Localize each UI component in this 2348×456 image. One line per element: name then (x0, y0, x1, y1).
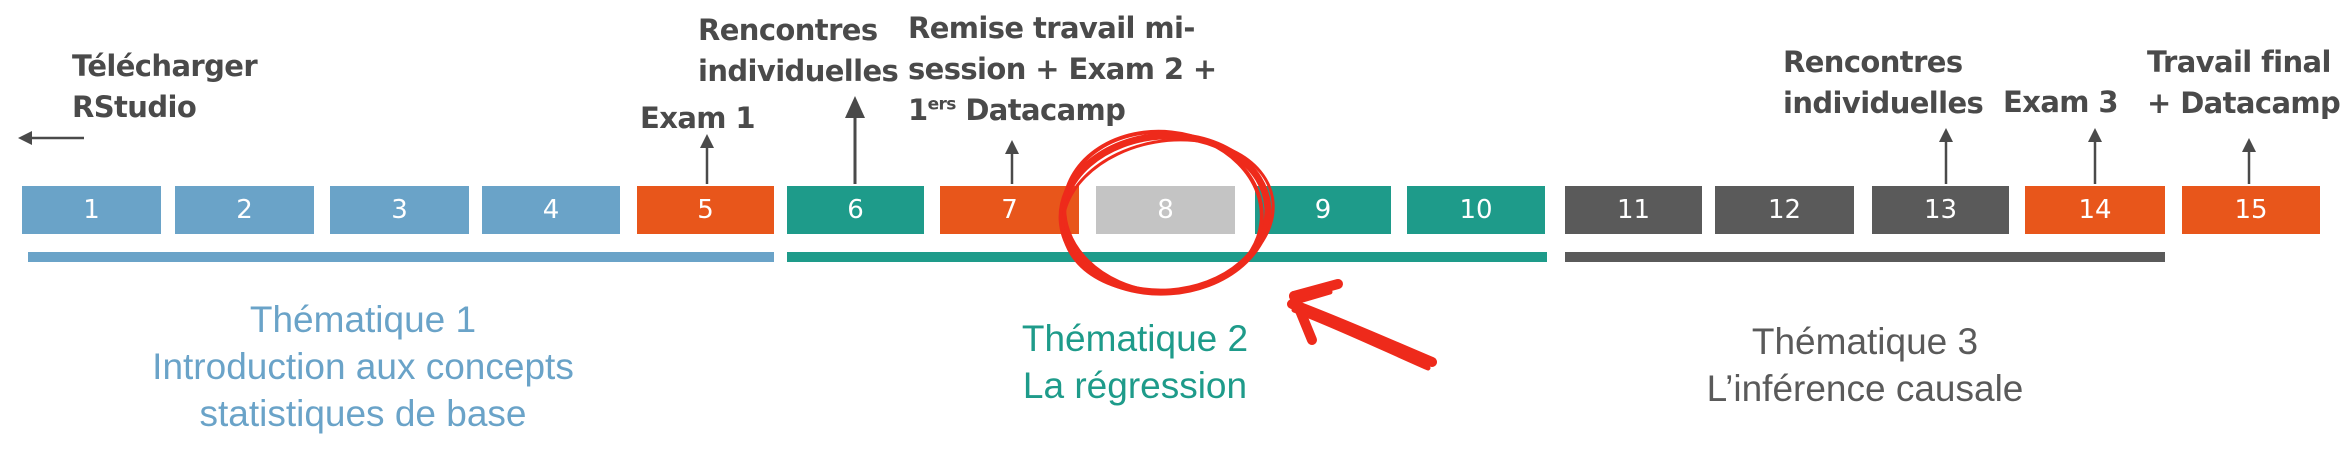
up-arrow-icon (1005, 140, 1019, 184)
week-number: 9 (1314, 195, 1332, 225)
up-arrow-icon (2242, 138, 2256, 184)
download-rstudio-note: Télécharger RStudio (72, 46, 258, 128)
week-15-box: 15 (2182, 186, 2320, 234)
week-5-box: 5 (637, 186, 774, 234)
highlight-circle (1058, 129, 1275, 296)
week-number: 7 (1001, 195, 1018, 225)
midterm-line-1: Remise travail mi- (908, 11, 1195, 45)
week-number: 10 (1459, 195, 1493, 225)
theme-2-bar (787, 252, 1547, 262)
theme-3-label: Thématique 3 L’inférence causale (1615, 318, 2115, 412)
week-number: 3 (391, 195, 408, 225)
exam-3-label: Exam 3 (2003, 85, 2119, 119)
theme-1-subtitle-2: statistiques de base (199, 393, 527, 434)
final-line-2: + Datacamp (2147, 86, 2341, 120)
individual-meetings-note-2: Rencontres individuelles (1783, 42, 1984, 124)
week-13-box: 13 (1872, 186, 2009, 234)
theme-3-subtitle: L’inférence causale (1706, 368, 2024, 409)
meetings-2-line-1: Rencontres (1783, 45, 1963, 79)
exam-3-note: Exam 3 (2003, 82, 2119, 123)
week-1-box: 1 (22, 186, 161, 234)
theme-1-label: Thématique 1 Introduction aux concepts s… (113, 296, 613, 437)
week-number: 8 (1157, 195, 1174, 225)
individual-meetings-note-1: Rencontres individuelles (698, 10, 899, 92)
theme-3-title: Thématique 3 (1751, 321, 1979, 362)
week-8-box: 8 (1096, 186, 1235, 234)
week-10-box: 10 (1407, 186, 1545, 234)
week-4-box: 4 (482, 186, 620, 234)
final-line-1: Travail final (2147, 45, 2331, 79)
up-arrow-icon (845, 96, 865, 184)
theme-1-title: Thématique 1 (249, 299, 477, 340)
up-arrow-icon (2088, 128, 2102, 184)
week-9-box: 9 (1255, 186, 1391, 234)
week-number: 1 (83, 195, 100, 225)
week-14-box: 14 (2025, 186, 2165, 234)
exam-1-label: Exam 1 (640, 101, 756, 135)
theme-1-subtitle: Introduction aux concepts (152, 346, 574, 387)
theme-2-label: Thématique 2 La régression (935, 315, 1335, 409)
week-11-box: 11 (1565, 186, 1702, 234)
midterm-line-3: 1ers Datacamp (908, 90, 1217, 131)
highlight-arrow-icon (1287, 279, 1437, 371)
week-7-box: 7 (940, 186, 1079, 234)
theme-1-bar (28, 252, 774, 262)
exam-1-note: Exam 1 (640, 98, 756, 139)
up-arrow-icon (700, 134, 714, 184)
download-line-1: Télécharger (72, 49, 258, 83)
week-number: 11 (1616, 195, 1651, 225)
midterm-ordinal-suffix: ers (927, 94, 957, 115)
download-line-2: RStudio (72, 90, 197, 124)
left-arrow-icon (18, 131, 84, 145)
week-3-box: 3 (330, 186, 469, 234)
week-number: 12 (1767, 195, 1802, 225)
week-number: 4 (542, 195, 560, 225)
midterm-line-2: session + Exam 2 + (908, 52, 1217, 86)
meetings-1-line-2: individuelles (698, 54, 899, 88)
meetings-2-line-2: individuelles (1783, 86, 1984, 120)
week-number: 2 (236, 195, 253, 225)
week-12-box: 12 (1715, 186, 1854, 234)
week-number: 14 (2078, 195, 2112, 225)
theme-2-subtitle: La régression (1022, 365, 1248, 406)
theme-3-bar (1565, 252, 2165, 262)
midterm-note: Remise travail mi- session + Exam 2 + 1e… (908, 8, 1217, 131)
meetings-1-line-1: Rencontres (698, 13, 878, 47)
week-number: 15 (2234, 195, 2268, 225)
theme-2-title: Thématique 2 (1021, 318, 1249, 359)
up-arrow-icon (1939, 128, 1953, 184)
week-number: 6 (847, 195, 864, 225)
week-6-box: 6 (787, 186, 924, 234)
midterm-ordinal: 1 (908, 93, 928, 127)
final-work-note: Travail final + Datacamp (2147, 42, 2341, 124)
week-number: 13 (1923, 195, 1958, 225)
week-number: 5 (697, 195, 714, 225)
week-2-box: 2 (175, 186, 314, 234)
midterm-datacamp: Datacamp (955, 93, 1126, 127)
